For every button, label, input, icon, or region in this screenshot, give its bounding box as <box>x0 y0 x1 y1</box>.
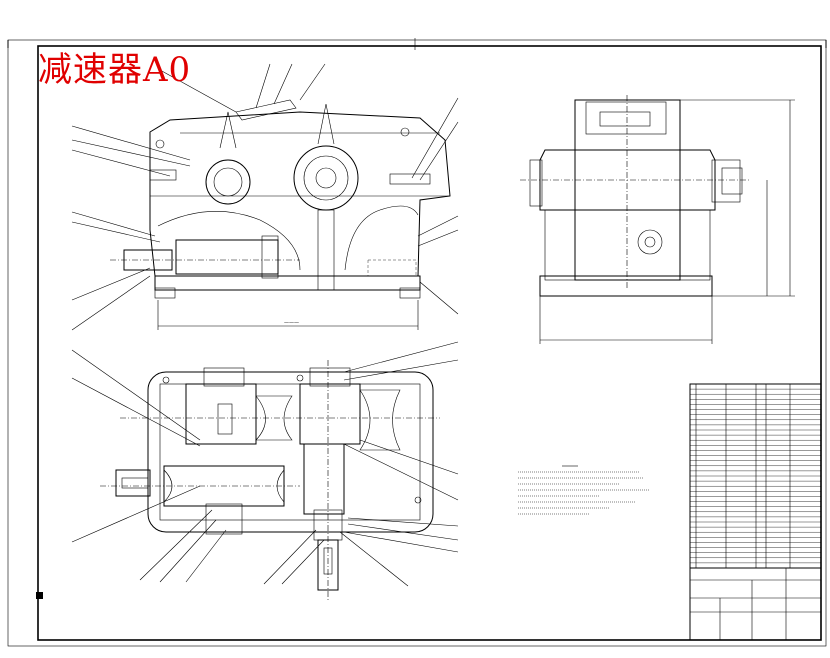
corner-mark <box>36 592 43 599</box>
front-view: ——— <box>71 63 459 331</box>
title-block <box>689 383 822 641</box>
gear-2 <box>299 383 361 445</box>
svg-text:———: ——— <box>284 320 299 326</box>
top-view <box>71 341 459 600</box>
drawing-title: 减速器A0 <box>38 50 192 90</box>
input-shaft-top <box>115 469 151 497</box>
bearing-right <box>293 145 359 211</box>
gear-1 <box>185 383 257 445</box>
outer-border <box>7 39 827 647</box>
bearing-left <box>205 159 251 205</box>
inner-frame <box>37 45 822 641</box>
side-view <box>520 95 795 344</box>
technical-notes <box>518 465 650 515</box>
